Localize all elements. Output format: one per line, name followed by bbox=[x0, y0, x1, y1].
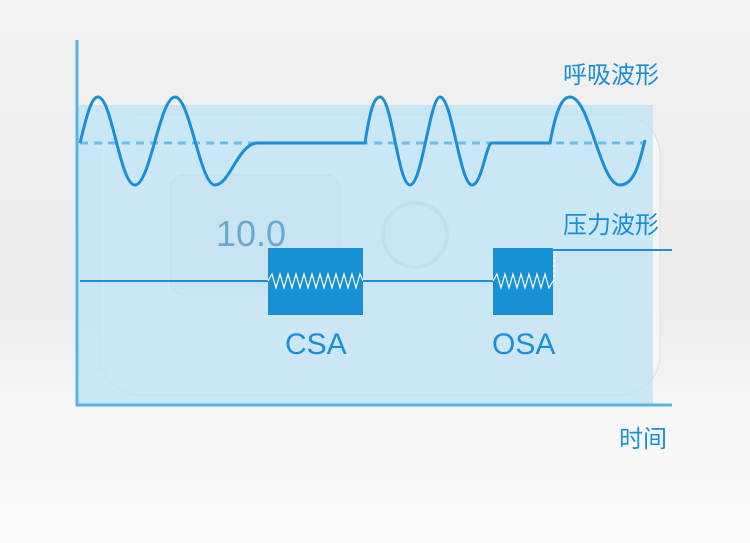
device-display-value: 10.0 bbox=[216, 213, 286, 254]
chart-panel bbox=[78, 105, 653, 405]
time-axis-label: 时间 bbox=[619, 426, 667, 453]
respiratory-waveform-label: 呼吸波形 bbox=[563, 62, 659, 89]
pressure-waveform-label: 压力波形 bbox=[563, 212, 659, 239]
respiratory-waveform bbox=[78, 95, 647, 187]
osa-label: OSA bbox=[492, 328, 556, 361]
pressure-waveform bbox=[80, 248, 672, 315]
csa-label: CSA bbox=[285, 328, 347, 361]
csa-event-box bbox=[268, 248, 363, 315]
